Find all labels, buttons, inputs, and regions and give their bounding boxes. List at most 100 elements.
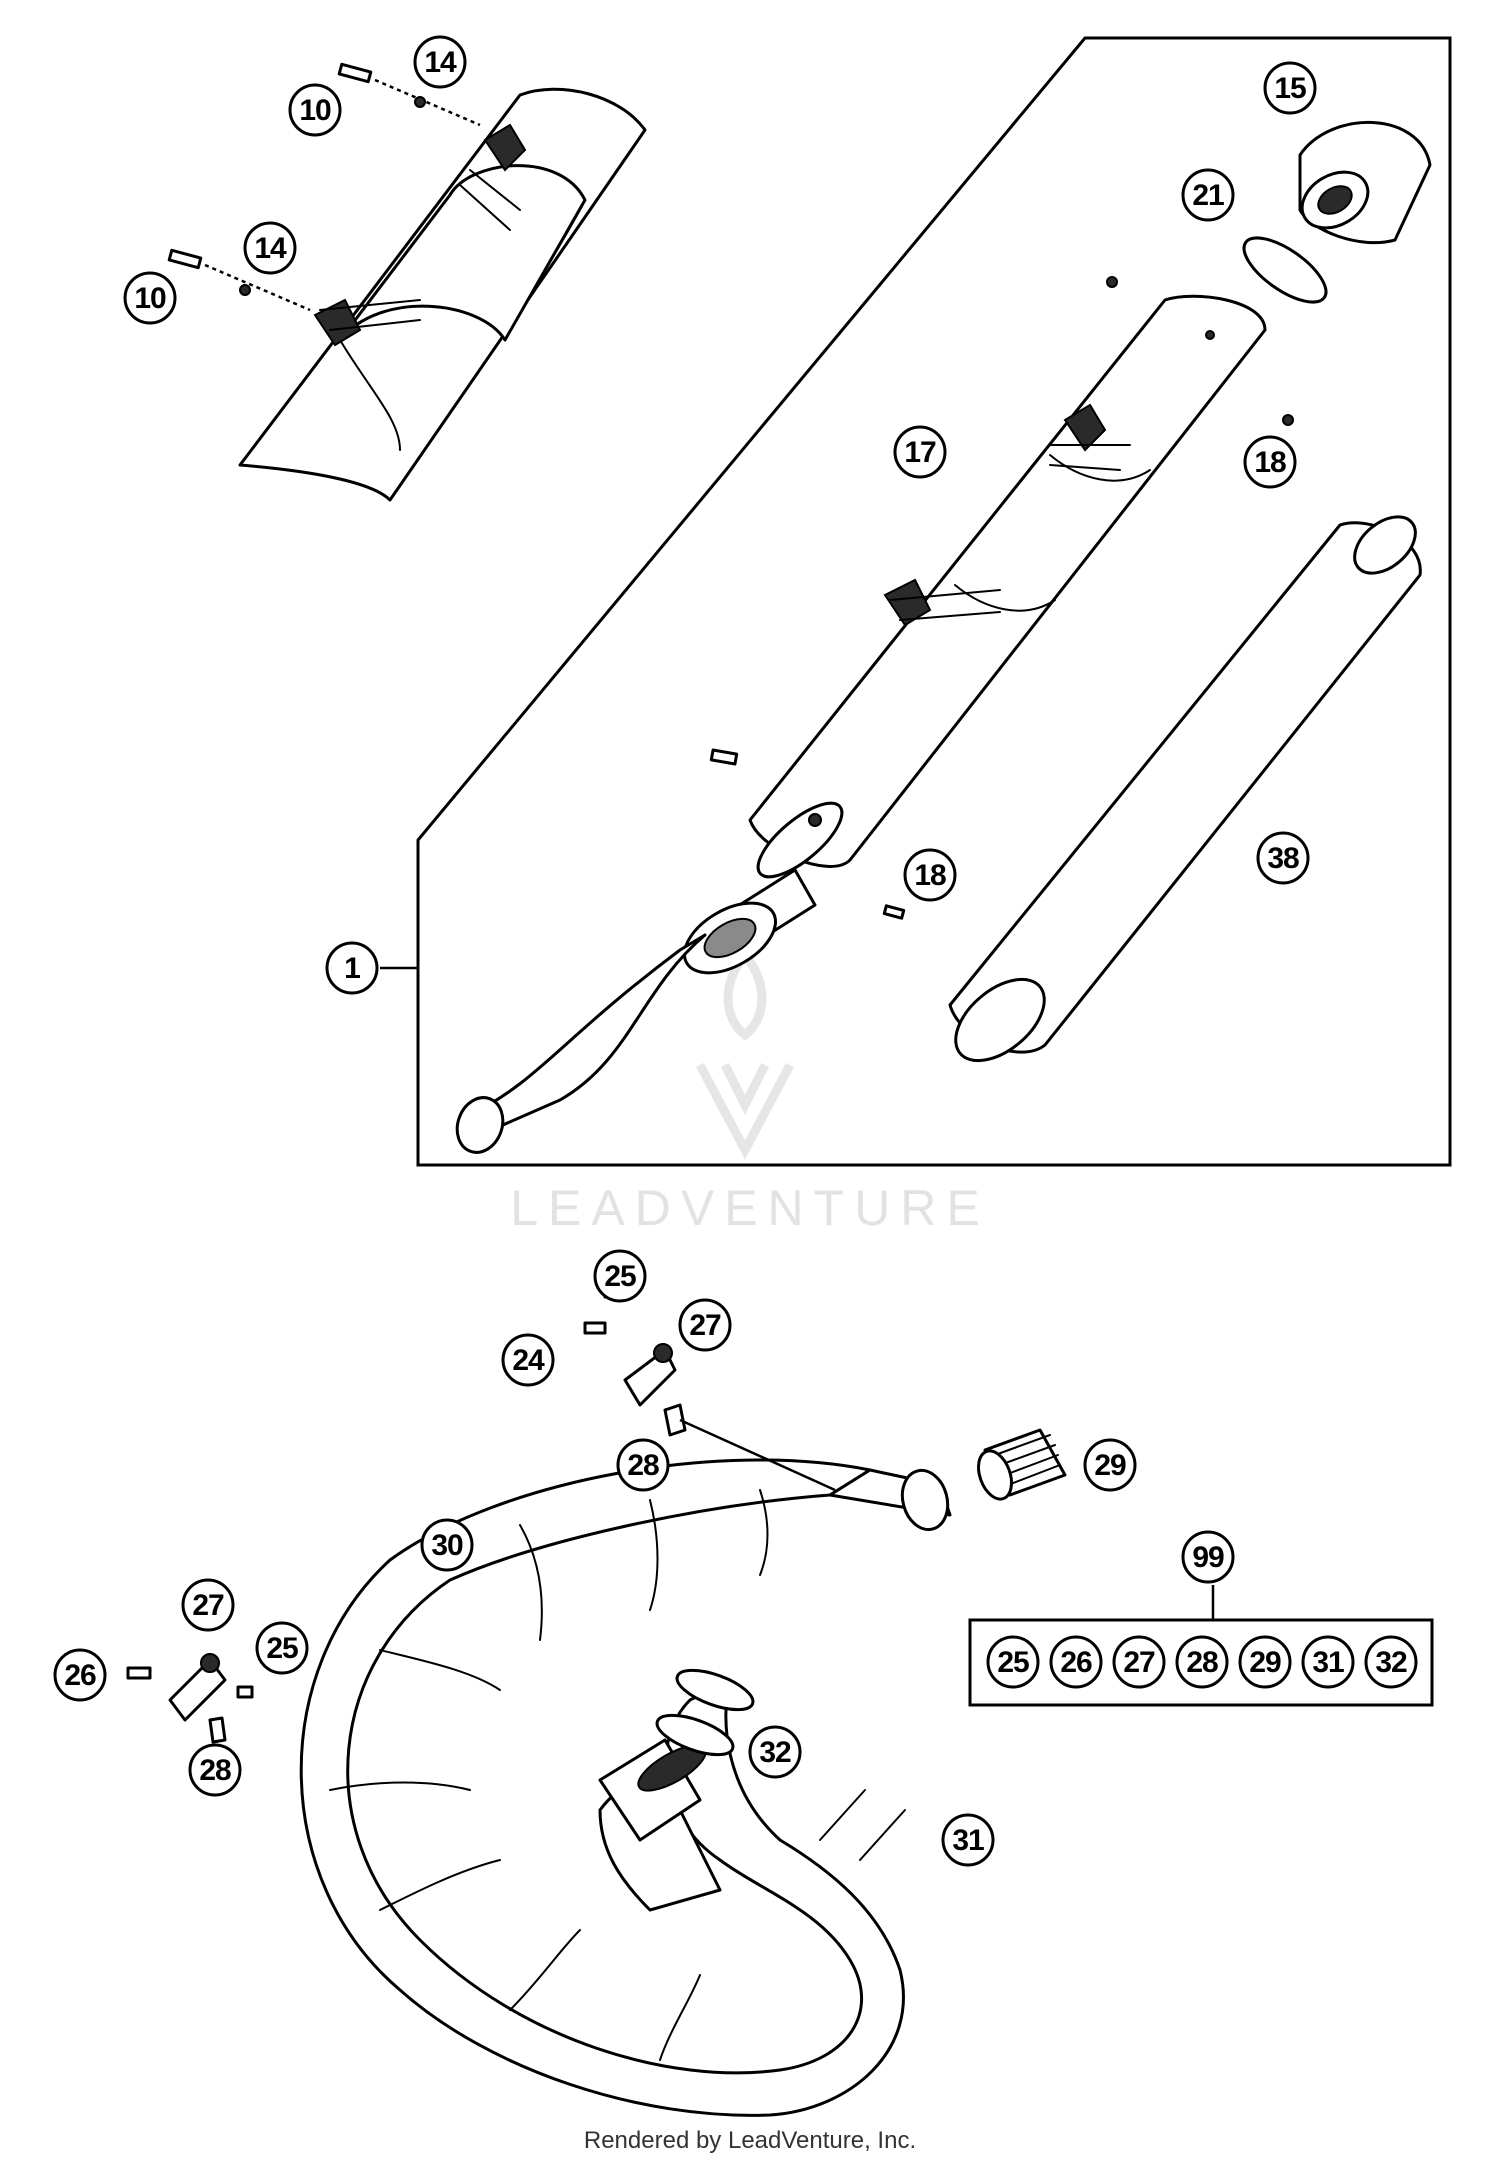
callout-circle bbox=[1083, 1438, 1137, 1492]
kit-item-number: 29 bbox=[1249, 1646, 1281, 1679]
bolt bbox=[583, 1321, 607, 1335]
callout-circle bbox=[893, 425, 947, 479]
callout-27a: 27 bbox=[678, 1298, 732, 1352]
callout-14b: 14 bbox=[243, 221, 297, 275]
callout-number: 26 bbox=[64, 1659, 96, 1692]
callout-circle bbox=[501, 1333, 555, 1387]
callout-circle bbox=[1243, 435, 1297, 489]
callout-17: 17 bbox=[893, 425, 947, 479]
callout-circle bbox=[325, 941, 379, 995]
kit-item-circle bbox=[986, 1635, 1040, 1689]
callout-circle bbox=[188, 1743, 242, 1797]
left-bracket-hardware bbox=[126, 1653, 254, 1744]
bolt bbox=[126, 1666, 152, 1680]
watermark-text: LEADVENTURE bbox=[510, 1180, 990, 1236]
callout-circle bbox=[1256, 831, 1310, 885]
callout-circle bbox=[1181, 1530, 1235, 1584]
springs bbox=[819, 1789, 906, 1861]
callout-number: 10 bbox=[134, 282, 166, 315]
silencer-clamp-upper bbox=[1049, 403, 1131, 471]
callout-number: 1 bbox=[344, 952, 360, 985]
callout-circle bbox=[288, 83, 342, 137]
callout-circle bbox=[420, 1518, 474, 1572]
screw bbox=[709, 748, 739, 766]
callout-circle bbox=[53, 1648, 107, 1702]
rubber-sleeve bbox=[977, 1428, 1067, 1501]
gasket bbox=[675, 1668, 755, 1712]
clip bbox=[208, 1716, 227, 1744]
callout-30: 30 bbox=[420, 1518, 474, 1572]
callout-number: 29 bbox=[1094, 1449, 1126, 1482]
callout-28a: 28 bbox=[616, 1438, 670, 1492]
callout-circle bbox=[678, 1298, 732, 1352]
screw bbox=[882, 904, 906, 920]
callout-31: 31 bbox=[941, 1813, 995, 1867]
kit-item: 31 bbox=[1301, 1635, 1355, 1689]
kit-contents-box bbox=[968, 1618, 1434, 1707]
callout-number: 24 bbox=[512, 1344, 545, 1377]
header-pipe bbox=[299, 1458, 952, 2117]
callout-number: 21 bbox=[1192, 179, 1224, 212]
callout-10a: 10 bbox=[288, 83, 342, 137]
callouts: 14 10 14 10 15 21 17 18 18 1 38 25 27 24 28 29 30 99 27 26 2… bbox=[53, 35, 1317, 1867]
callout-25a: 25 bbox=[593, 1249, 647, 1303]
callout-circle bbox=[1181, 168, 1235, 222]
gasket bbox=[655, 1713, 735, 1757]
callout-32: 32 bbox=[748, 1725, 802, 1779]
callout-number: 32 bbox=[759, 1736, 791, 1769]
kit-contents-row: 25 26 27 28 29 31 32 bbox=[986, 1635, 1418, 1689]
callout-number: 30 bbox=[431, 1529, 463, 1562]
callout-21: 21 bbox=[1181, 168, 1235, 222]
rivet bbox=[808, 813, 822, 827]
kit-item: 27 bbox=[1112, 1635, 1166, 1689]
silencer-insert bbox=[948, 515, 1422, 1063]
silencer-clamp-lower bbox=[883, 578, 1001, 627]
callout-28b: 28 bbox=[188, 1743, 242, 1797]
callout-10b: 10 bbox=[123, 271, 177, 325]
callout-27b: 27 bbox=[181, 1578, 235, 1632]
callout-circle bbox=[255, 1621, 309, 1675]
mounting-detail bbox=[167, 62, 647, 502]
screw bbox=[1106, 276, 1118, 288]
kit-item: 26 bbox=[1049, 1635, 1103, 1689]
kit-item-circle bbox=[1238, 1635, 1292, 1689]
callout-38: 38 bbox=[1256, 831, 1310, 885]
kit-item-circle bbox=[1112, 1635, 1166, 1689]
callout-circle bbox=[1263, 61, 1317, 115]
callout-circle bbox=[941, 1813, 995, 1867]
bolt bbox=[236, 1685, 254, 1699]
callout-number: 14 bbox=[424, 46, 457, 79]
callout-number: 18 bbox=[914, 859, 946, 892]
callout-number: 38 bbox=[1267, 842, 1299, 875]
callout-18b: 18 bbox=[903, 848, 957, 902]
lower-clamp-bracket bbox=[313, 298, 421, 347]
footer-credit: Rendered by LeadVenture, Inc. bbox=[584, 2127, 916, 2154]
callout-number: 25 bbox=[266, 1632, 298, 1665]
callout-number: 99 bbox=[1192, 1541, 1224, 1574]
callout-1: 1 bbox=[325, 941, 379, 995]
screw bbox=[1282, 414, 1294, 426]
inlet-pipe bbox=[455, 868, 817, 1154]
kit-item-circle bbox=[1364, 1635, 1418, 1689]
callout-number: 31 bbox=[952, 1824, 984, 1857]
callout-24: 24 bbox=[501, 1333, 555, 1387]
callout-number: 27 bbox=[192, 1589, 224, 1622]
callout-14a: 14 bbox=[413, 35, 467, 89]
callout-circle bbox=[243, 221, 297, 275]
kit-item-number: 28 bbox=[1186, 1646, 1218, 1679]
kit-item-circle bbox=[1175, 1635, 1229, 1689]
callout-circle bbox=[181, 1578, 235, 1632]
kit-item-number: 25 bbox=[997, 1646, 1029, 1679]
leader-bracket bbox=[679, 1418, 836, 1492]
kit-item-circle bbox=[1301, 1635, 1355, 1689]
callout-circle bbox=[903, 848, 957, 902]
kit-item-number: 31 bbox=[1312, 1646, 1344, 1679]
callout-number: 28 bbox=[627, 1449, 659, 1482]
callout-circle bbox=[593, 1249, 647, 1303]
rivet bbox=[1205, 330, 1215, 340]
callout-number: 18 bbox=[1254, 446, 1286, 479]
callout-15: 15 bbox=[1263, 61, 1317, 115]
kit-item-number: 27 bbox=[1123, 1646, 1155, 1679]
kit-item: 32 bbox=[1364, 1635, 1418, 1689]
